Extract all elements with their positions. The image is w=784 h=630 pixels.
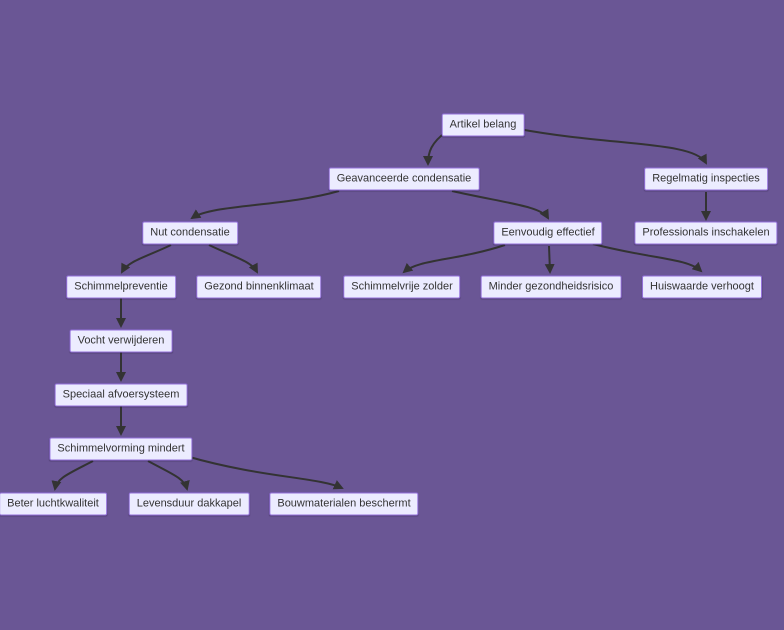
edge-schimmelvorming-mindert-to-bouwmaterialen-beschermt: [185, 455, 344, 490]
node-eenvoudig-effectief: Eenvoudig effectief: [493, 221, 603, 245]
node-regelmatig-inspecties: Regelmatig inspecties: [644, 167, 768, 191]
node-beter-luchtkwaliteit: Beter luchtkwaliteit: [0, 492, 107, 516]
node-vocht-verwijderen: Vocht verwijderen: [69, 329, 173, 353]
node-bouwmaterialen-beschermt: Bouwmaterialen beschermt: [269, 492, 419, 516]
node-gezond-binnenklimaat: Gezond binnenklimaat: [196, 275, 322, 299]
edge-eenvoudig-effectief-to-minder-gezondheidsrisico: [544, 245, 555, 274]
node-geavanceerde-condensatie: Geavanceerde condensatie: [328, 167, 480, 191]
node-schimmelvrije-zolder: Schimmelvrije zolder: [343, 275, 461, 299]
edge-eenvoudig-effectief-to-schimmelvrije-zolder: [402, 244, 506, 274]
node-levensduur-dakkapel: Levensduur dakkapel: [128, 492, 250, 516]
node-nut-condensatie: Nut condensatie: [142, 221, 238, 245]
edge-nut-condensatie-to-gezond-binnenklimaat: [208, 244, 258, 274]
node-minder-gezondheidsrisico: Minder gezondheidsrisico: [480, 275, 622, 299]
edge-geavanceerde-condensatie-to-eenvoudig-effectief: [451, 190, 550, 220]
edge-artikel-belang-to-regelmatig-inspecties: [518, 128, 707, 165]
edge-schimmelvorming-mindert-to-levensduur-dakkapel: [147, 460, 190, 491]
node-huiswaarde-verhoogt: Huiswaarde verhoogt: [642, 275, 762, 299]
node-schimmelpreventie: Schimmelpreventie: [66, 275, 176, 299]
node-schimmelvorming-mindert: Schimmelvorming mindert: [49, 437, 193, 461]
edge-nut-condensatie-to-schimmelpreventie: [121, 244, 172, 274]
edge-schimmelvorming-mindert-to-beter-luchtkwaliteit: [51, 460, 94, 491]
node-speciaal-afvoersysteem: Speciaal afvoersysteem: [54, 383, 188, 407]
node-professionals-inschakelen: Professionals inschakelen: [634, 221, 778, 245]
node-artikel-belang: Artikel belang: [441, 113, 525, 137]
edge-eenvoudig-effectief-to-huiswaarde-verhoogt: [592, 243, 703, 273]
edge-geavanceerde-condensatie-to-nut-condensatie: [190, 190, 340, 220]
